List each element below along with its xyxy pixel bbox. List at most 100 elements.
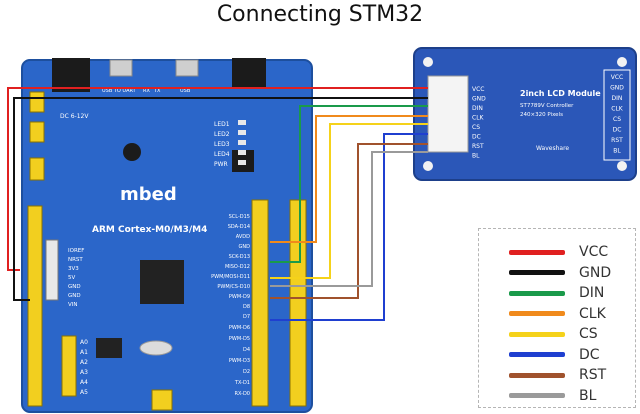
led-indicator <box>238 150 246 155</box>
small-chip <box>96 338 122 358</box>
wire-bl <box>270 151 428 287</box>
mbed-logo: mbed <box>120 184 177 205</box>
right-header-label: D2 <box>243 369 250 375</box>
right-header-label: D7 <box>243 314 250 320</box>
led-indicator <box>238 130 246 135</box>
top-label-usb: USB <box>180 88 191 94</box>
right-header-label: D8 <box>243 304 250 310</box>
lcd-pin-label-right: BL <box>613 148 621 155</box>
top-label-rx: RX <box>143 88 150 94</box>
right-header-label: PWM-D3 <box>229 358 250 364</box>
mcu-board: mbed ARM Cortex-M0/M3/M4 DC 6-12V USB TO… <box>21 58 313 413</box>
diagram-title: Connecting STM32 <box>216 2 424 27</box>
left-header-label: IOREF <box>68 248 84 254</box>
lcd-title: 2inch LCD Module <box>520 89 601 98</box>
bottom-header <box>151 389 173 411</box>
top-label-tx: TX <box>153 88 161 94</box>
legend-label: CS <box>579 326 598 342</box>
lcd-pin-label-right: DIN <box>612 95 623 102</box>
lcd-pin-label: RST <box>472 143 484 150</box>
legend-label: GND <box>579 264 612 281</box>
lcd-pin-label-right: DC <box>613 127 622 134</box>
legend-swatch <box>509 249 565 255</box>
legend-swatch <box>509 352 565 357</box>
lcd-pin-label-right: VCC <box>611 74 623 81</box>
led-indicator <box>238 160 246 165</box>
left-header-2 <box>45 239 59 301</box>
crystal <box>139 340 173 356</box>
user-button <box>123 143 141 161</box>
led-label: PWR <box>214 161 228 168</box>
analog-label: A5 <box>80 389 88 396</box>
left-header-label: GND <box>68 293 81 299</box>
jumper-3 <box>29 157 45 181</box>
lcd-pin-label: CS <box>472 124 480 131</box>
right-header-label: D4 <box>243 347 250 353</box>
right-header-label: PWM/MOSI-D11 <box>211 274 250 280</box>
legend-row-cs: CS <box>509 325 598 343</box>
wire-gnd <box>13 97 428 301</box>
right-header-label: AVDD <box>236 234 250 240</box>
legend-label: VCC <box>579 244 609 260</box>
right-header-label: GND <box>239 244 251 250</box>
mount-hole-2 <box>617 57 627 67</box>
right-header-label: PWM-D5 <box>229 336 250 342</box>
lcd-pin-label: VCC <box>472 86 484 93</box>
analog-label: A1 <box>80 349 88 356</box>
led-indicator <box>238 140 246 145</box>
legend-swatch <box>509 270 565 275</box>
analog-label: A2 <box>80 359 88 366</box>
left-header-label: 3V3 <box>68 266 79 272</box>
usb-port-2 <box>175 59 199 77</box>
dc-jack <box>52 58 90 92</box>
lcd-pin-label: CLK <box>472 115 485 122</box>
mcu-chip <box>140 260 184 304</box>
top-label-usb-uart: USB TO UART <box>102 88 137 94</box>
lcd-pin-label: DC <box>472 134 481 141</box>
wire-clk <box>270 115 428 243</box>
lcd-module: 2inch LCD Module ST7789V Controller 240×… <box>413 47 637 181</box>
led-label: LED1 <box>214 121 230 128</box>
lcd-pin-label: DIN <box>472 105 483 112</box>
lcd-controller: ST7789V Controller <box>520 103 574 109</box>
right-header-label: TX-D1 <box>234 380 250 386</box>
right-header-label: PWM-D6 <box>229 325 250 331</box>
left-header-label: VIN <box>68 302 78 308</box>
left-header-label: GND <box>68 284 81 290</box>
right-header-label: RX-D0 <box>235 391 251 397</box>
legend-swatch <box>509 331 565 337</box>
lcd-resolution: 240×320 Pixels <box>520 112 563 118</box>
right-header <box>251 199 269 407</box>
lcd-pin-label-right: RST <box>611 137 623 144</box>
right-header-label: SDA-D14 <box>228 224 250 230</box>
lcd-connector <box>427 75 469 153</box>
analog-label: A0 <box>80 339 88 346</box>
lcd-pin-header <box>603 69 631 161</box>
usb-port-3 <box>232 58 266 88</box>
analog-label: A4 <box>80 379 88 386</box>
legend-label: BL <box>579 387 597 404</box>
right-header-label: MISO-D12 <box>225 264 250 270</box>
legend-row-bl: BL <box>509 387 596 405</box>
mount-hole-3 <box>423 161 433 171</box>
led-label: LED3 <box>214 141 230 148</box>
lcd-pin-label: GND <box>472 96 486 103</box>
wire-dc <box>270 133 428 321</box>
analog-header <box>61 335 77 397</box>
board-subtitle: ARM Cortex-M0/M3/M4 <box>92 225 207 235</box>
led-indicator <box>238 120 246 125</box>
left-header-label: 5V <box>68 275 75 281</box>
wire-rst <box>270 143 428 299</box>
wire-din <box>270 105 428 263</box>
lcd-brand: Waveshare <box>536 145 569 152</box>
right-header-label: PWM-D9 <box>229 294 250 300</box>
wire-cs <box>270 123 428 279</box>
legend-row-rst: RST <box>509 366 606 384</box>
legend-row-gnd: GND <box>509 264 611 282</box>
